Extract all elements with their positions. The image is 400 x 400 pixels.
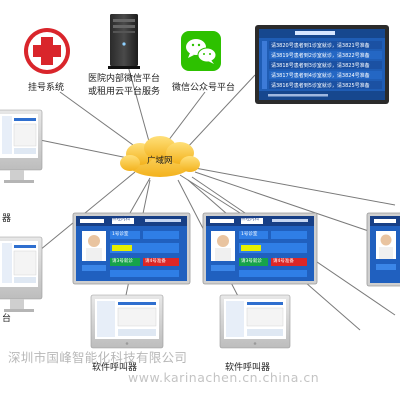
line-registration bbox=[59, 91, 141, 151]
watermark-company: 深圳市国峰智能化科技有限公司 bbox=[8, 350, 188, 365]
wan-cloud bbox=[120, 136, 200, 177]
clinic-screen-1 bbox=[72, 212, 191, 285]
queue-row-text: 请3820号患者到1诊室就诊，请3821号准备 bbox=[271, 42, 370, 49]
line-left-pc-2 bbox=[39, 171, 136, 251]
clinic-1-status-waiting: 请4号准备 bbox=[145, 259, 166, 264]
line-wechat bbox=[164, 91, 206, 146]
left-caller-label-2: 台 bbox=[2, 314, 12, 324]
line-clinic-3 bbox=[194, 167, 396, 206]
caller-computer-2 bbox=[219, 294, 291, 349]
hospital-platform-label-2: 或租用云平台服务 bbox=[88, 87, 161, 97]
clinic-1-room: 1号诊室 bbox=[112, 232, 129, 237]
queue-row-bg bbox=[269, 51, 382, 59]
registration-label: 挂号系统 bbox=[28, 83, 65, 93]
server-tower-icon bbox=[108, 14, 140, 69]
wechat-platform-label: 微信公众号平台 bbox=[172, 83, 236, 93]
queue-rows: 请3820号患者到1诊室就诊，请3821号准备请3819号患者到2诊室就诊，请3… bbox=[269, 41, 382, 89]
wechat-icon bbox=[181, 31, 221, 71]
line-left-pc-1 bbox=[39, 139, 129, 159]
queue-display-screen: 请3820号患者到1诊室就诊，请3821号准备请3819号患者到2诊室就诊，请3… bbox=[255, 25, 389, 104]
line-right-1 bbox=[194, 171, 396, 241]
left-computer-1 bbox=[0, 109, 43, 183]
wan-label: 广域网 bbox=[147, 156, 173, 166]
line-clinic-1 bbox=[129, 177, 151, 214]
left-caller-label-1: 器 bbox=[2, 214, 12, 224]
watermark-url: www.karinachen.cn.china.cn bbox=[128, 370, 320, 385]
clinic-1-status-calling: 请3号就诊 bbox=[112, 259, 133, 264]
queue-row-bg bbox=[269, 61, 382, 69]
clinic-screen-2 bbox=[202, 212, 318, 285]
queue-row-text: 请3818号患者到3诊室就诊，请3823号准备 bbox=[271, 62, 370, 69]
clinic-2-status-waiting: 请4号准备 bbox=[273, 259, 294, 264]
queue-row-bg bbox=[269, 71, 382, 79]
queue-row-text: 请3816号患者到5诊室就诊，请3825号准备 bbox=[271, 82, 370, 89]
caller-computer-1 bbox=[90, 294, 164, 349]
clinic-2-room: 1号诊室 bbox=[241, 232, 258, 237]
queue-row-bg bbox=[269, 41, 382, 49]
queue-screen-header bbox=[295, 31, 335, 35]
caller-label-1: 软件呼叫器 bbox=[92, 363, 138, 373]
clinic-1-dept: 神经内科 bbox=[112, 217, 130, 222]
left-computer-2 bbox=[0, 236, 43, 312]
line-queue-screen bbox=[184, 74, 256, 151]
queue-row-text: 请3817号患者到4诊室就诊，请3824号准备 bbox=[271, 72, 370, 79]
clinic-screen-3 bbox=[366, 212, 400, 287]
hospital-cross-icon bbox=[24, 28, 70, 74]
caller-label-2: 软件呼叫器 bbox=[225, 363, 271, 373]
line-hospital-platform bbox=[124, 54, 151, 146]
queue-row-text: 请3819号患者到2诊室就诊，请3822号准备 bbox=[271, 52, 370, 59]
queue-row-bg bbox=[269, 81, 382, 89]
clinic-2-dept: 神经内科 bbox=[241, 217, 259, 222]
hospital-platform-label-1: 医院内部微信平台 bbox=[88, 74, 161, 84]
clinic-2-status-calling: 请3号就诊 bbox=[241, 259, 262, 264]
